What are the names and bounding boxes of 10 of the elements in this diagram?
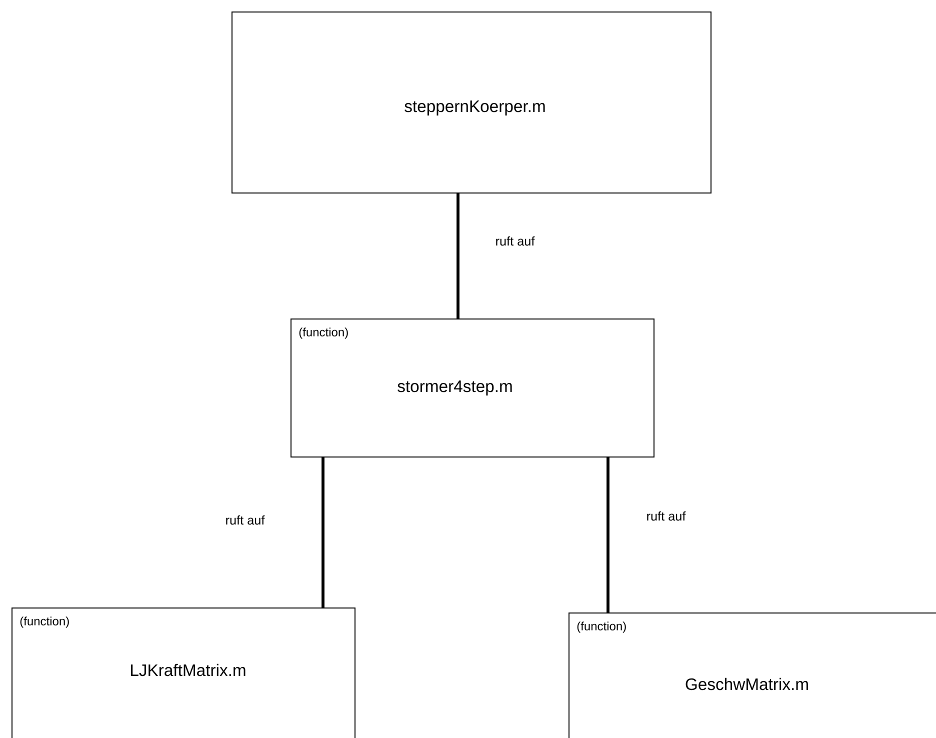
edge-label: ruft auf — [224, 514, 266, 526]
function-box: (function) LJKraftMatrix.m — [12, 608, 356, 738]
edge-label: ruft auf — [494, 235, 536, 247]
connector-line — [456, 194, 460, 319]
function-box: steppernKoerper.m — [232, 12, 712, 194]
connector-line — [322, 458, 324, 608]
edge-label: ruft auf — [644, 510, 688, 522]
connector-line — [606, 458, 610, 613]
function-box: (function) stormer4step.m — [290, 318, 654, 458]
function-box: (function) GeschwMatrix.m — [568, 612, 936, 738]
